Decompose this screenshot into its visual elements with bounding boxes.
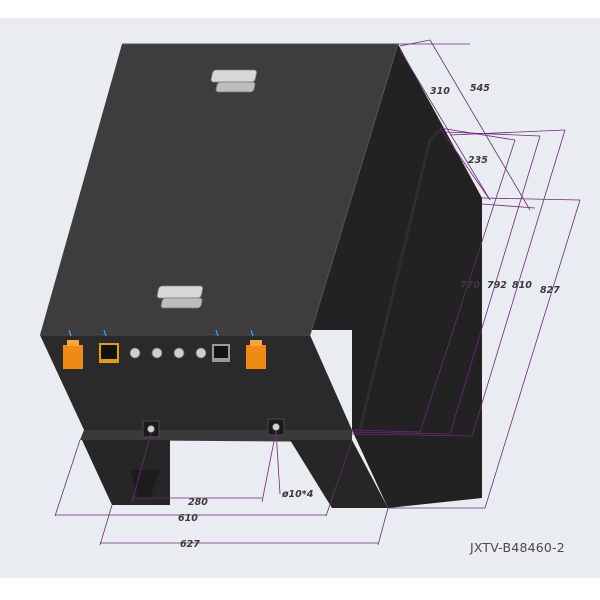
dim-line-770 [419, 139, 516, 433]
front-panel-components [63, 329, 266, 369]
dim-label-627: 627 [180, 539, 200, 550]
mount-bracket-left [142, 420, 160, 438]
handle-front [156, 285, 204, 309]
battery-leg-right [290, 440, 388, 508]
dim-line-827 [484, 199, 581, 509]
dim-line-310 [399, 49, 491, 201]
terminal-left [63, 345, 83, 369]
port-3 [173, 347, 185, 359]
dim-line-235 [439, 127, 491, 201]
battery-top-face [40, 44, 398, 335]
dim-label-235: 235 [468, 155, 488, 166]
top-face-screws [63, 55, 381, 321]
dim-label-792: 792 [487, 280, 507, 291]
dim-label-810: 810 [512, 280, 532, 291]
dim-label-770: 770 [460, 280, 480, 291]
port-2 [151, 347, 163, 359]
side-seam [358, 128, 442, 431]
dim-label-827: 827 [540, 285, 560, 296]
handle-top [210, 69, 257, 93]
dim-line-810 [471, 129, 566, 437]
terminal-right [246, 345, 266, 369]
dim-label-280: 280 [188, 497, 208, 508]
dim-line-545 [429, 39, 531, 211]
battery-front-face [40, 335, 352, 430]
dim-line-792 [449, 135, 541, 435]
port-4 [195, 347, 207, 359]
dim-label-610: 610 [178, 513, 198, 524]
dim-label-310: 310 [430, 86, 450, 97]
dim-label-545: 545 [470, 83, 490, 94]
port-1 [129, 347, 141, 359]
hole-leader [275, 430, 281, 495]
dim-label-hole: ø10*4 [281, 489, 314, 500]
leg-gap-shadow [130, 470, 160, 498]
model-code-label: JXTV-B48460-2 [470, 540, 565, 555]
